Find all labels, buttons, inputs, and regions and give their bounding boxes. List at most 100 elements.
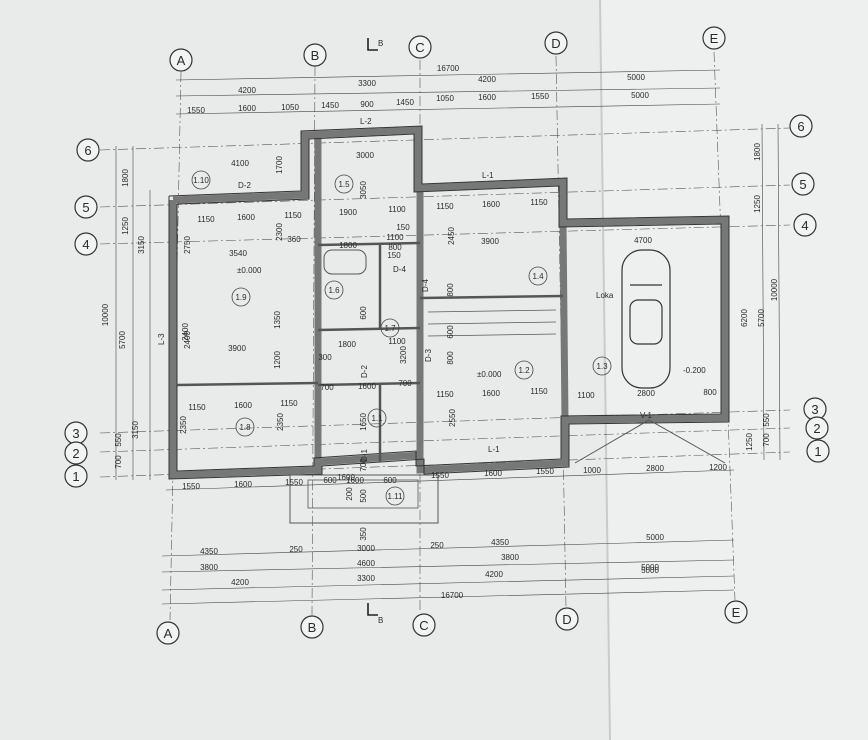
dim-interior: 1150 (188, 403, 206, 412)
grid-bubble-top-d (544, 31, 568, 55)
dim-interior: 1800 (339, 241, 357, 250)
dim-interior: 350 (359, 527, 368, 541)
grid-label-right-3: 3 (811, 402, 818, 417)
dim-interior: 3200 (399, 346, 408, 364)
dim-interior: 1600 (234, 401, 252, 410)
dim-interior: 1200 (273, 351, 282, 369)
dim-left-part: 3150 (137, 236, 146, 254)
dim-right-part: 6200 (740, 309, 749, 327)
grid-label-right-4: 4 (801, 218, 808, 233)
dim-interior: 3900 (228, 344, 246, 353)
level-mark: ±0.000 (237, 266, 262, 275)
grid-label-right-6: 6 (797, 119, 804, 134)
dim-bottom-detail: 1600 (234, 480, 252, 489)
grid-bubble-left-1 (64, 464, 88, 488)
level-mark: ±0.000 (477, 370, 502, 379)
grid-bubble-right-2 (805, 416, 829, 440)
dim-interior: 1600 (358, 382, 376, 391)
door-label: D-3 (424, 349, 433, 362)
dim-top-detail: 1050 (281, 103, 299, 112)
dim-interior: 300 (318, 353, 332, 362)
dim-bottom-detail: 1600 (346, 476, 364, 485)
dim-bottom-row2: 5000 (641, 563, 659, 572)
dim-bottom-detail: 1550 (536, 467, 554, 476)
dim-bottom-row2: 3800 (501, 553, 519, 562)
dim-interior: 150 (396, 223, 410, 232)
grid-bubble-bottom-c (412, 613, 436, 637)
room-number: 1.10 (193, 176, 209, 185)
grid-bubble-top-e (702, 26, 726, 50)
dim-left-part: 2400 (181, 323, 190, 341)
dim-left-part: 550 (114, 433, 123, 447)
dim-interior: 1150 (436, 390, 454, 399)
grid-bubble-right-4 (793, 213, 817, 237)
door-label: D-2 (238, 181, 251, 190)
dim-bottom-bay: 4200 (485, 570, 503, 579)
room-number: 1.9 (235, 293, 247, 302)
dim-bottom-detail: 1600 (484, 469, 502, 478)
dim-interior: 1100 (577, 391, 595, 400)
dim-interior: 150 (387, 251, 401, 260)
section-mark-bottom (367, 603, 378, 616)
entrance-step (307, 479, 419, 509)
dim-top-bay: 4200 (238, 86, 256, 95)
dim-bottom-detail: 1550 (431, 471, 449, 480)
dim-right-part: 700 (762, 433, 771, 447)
dim-interior: 4100 (231, 159, 249, 168)
dim-bottom-detail: 1200 (709, 463, 727, 472)
dim-bottom-detail: 1550 (182, 482, 200, 491)
lintel-label: L-2 (360, 117, 372, 126)
dim-top-detail: 1550 (531, 92, 549, 101)
dim-interior: 800 (446, 283, 455, 297)
dim-interior: 500 (359, 489, 368, 503)
dim-top-bay: 3300 (358, 79, 376, 88)
dim-right-part: 550 (762, 413, 771, 427)
room-number: 1.3 (596, 362, 608, 371)
grid-bubble-bottom-b (300, 615, 324, 639)
dim-bottom-detail: 1550 (285, 478, 303, 487)
dim-interior: 1600 (337, 473, 355, 482)
dim-interior: 3000 (356, 151, 374, 160)
dim-bottom-detail: 600 (323, 476, 337, 485)
grid-label-top-e: E (710, 31, 719, 46)
grid-label-right-5: 5 (799, 177, 806, 192)
entrance-terrace (289, 474, 439, 524)
dim-bottom-row2: 3800 (200, 563, 218, 572)
dim-interior: 1600 (237, 213, 255, 222)
dim-top-detail: 1050 (436, 94, 454, 103)
dim-interior: 200 (345, 487, 354, 501)
dim-interior: 2350 (179, 416, 188, 434)
dim-interior: 3050 (359, 181, 368, 199)
dim-top-detail: 1600 (238, 104, 256, 113)
paper-fold (599, 0, 611, 740)
dim-bottom-bay: 3300 (357, 574, 375, 583)
dim-interior: 1150 (280, 399, 298, 408)
dim-interior: 1150 (284, 211, 302, 220)
dim-top-bay: 4200 (478, 75, 496, 84)
level-mark: -0.200 (683, 366, 706, 375)
grid-bubble-left-4 (74, 232, 98, 256)
wall-hatch-overlay (168, 125, 730, 480)
grid-bubble-right-5 (791, 172, 815, 196)
grid-bubble-top-c (408, 35, 432, 59)
door-label: D-2 (360, 365, 369, 378)
dim-interior: 1600 (482, 389, 500, 398)
dim-right-total: 10000 (770, 278, 779, 301)
dim-right-part: 1250 (745, 433, 754, 451)
dim-interior: 3540 (229, 249, 247, 258)
section-mark-top-label: B (378, 39, 383, 48)
car-icon (621, 249, 671, 389)
grid-label-left-4: 4 (82, 237, 89, 252)
dim-bottom-row1: 4350 (200, 547, 218, 556)
grid-label-left-6: 6 (84, 143, 91, 158)
garage-apron (574, 419, 726, 464)
interior-partitions (176, 241, 564, 462)
dim-left-part: 700 (114, 455, 123, 469)
lintel-label: L-1 (488, 445, 500, 454)
grid-bubble-left-2 (64, 441, 88, 465)
dim-bottom-detail: 1000 (583, 466, 601, 475)
paper-right-panel (600, 0, 868, 740)
dim-interior: 1100 (388, 337, 406, 346)
dim-left-part: 5700 (118, 331, 127, 349)
